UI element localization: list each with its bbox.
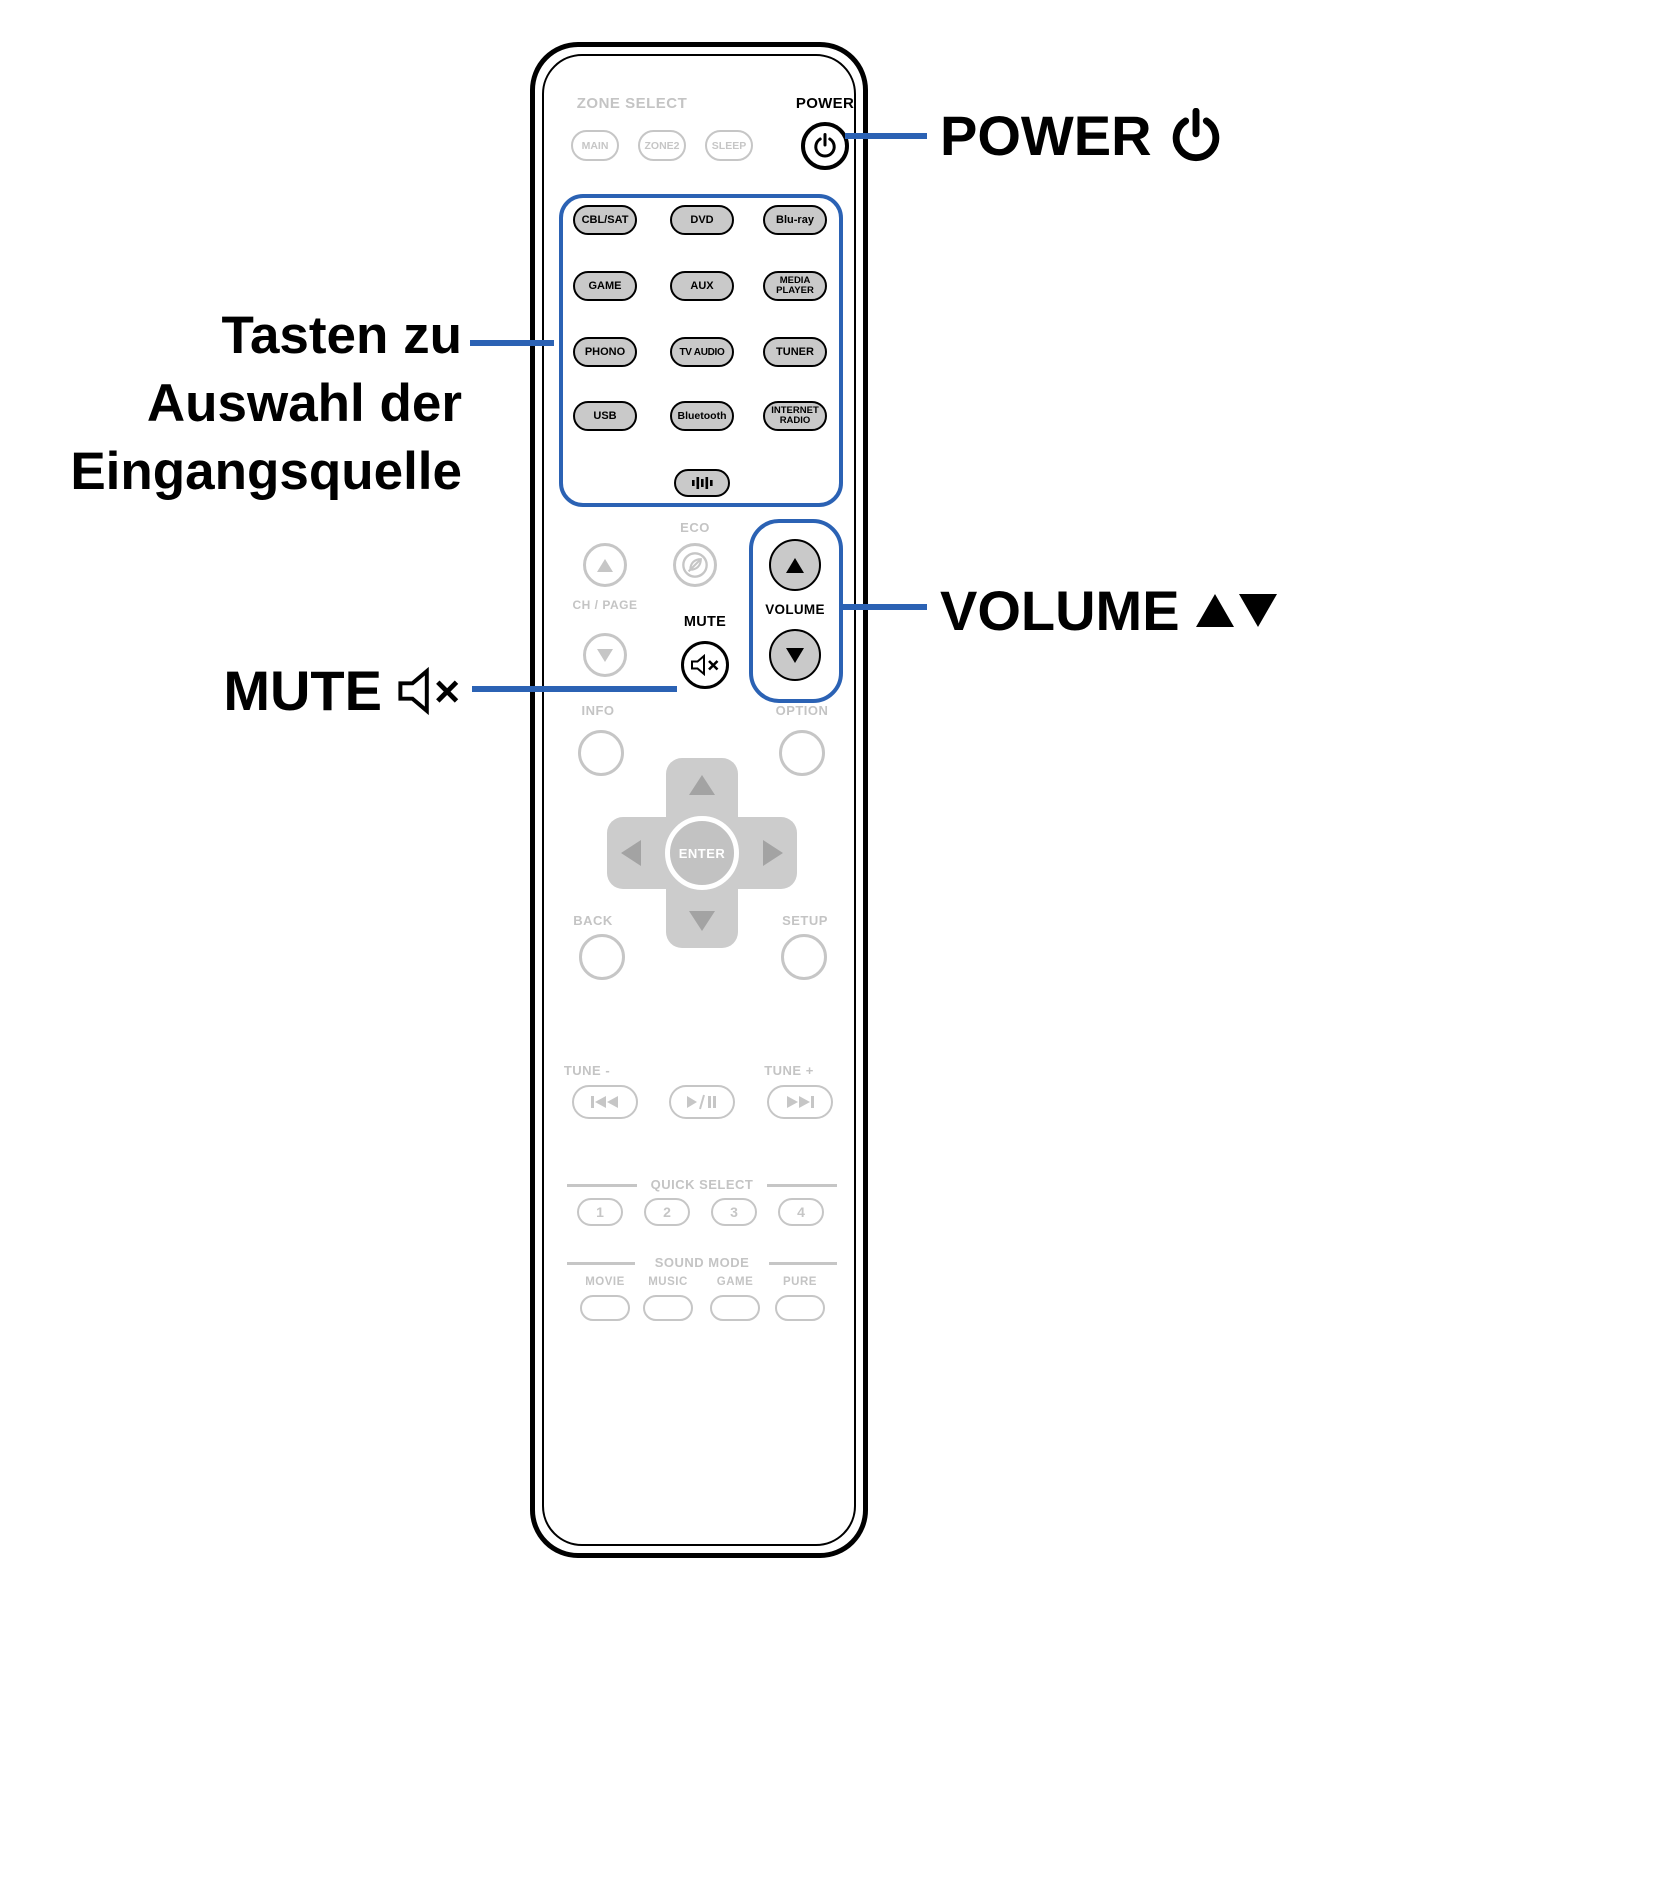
input-button-cbl-sat: CBL/SAT: [573, 205, 637, 235]
input-button-media-player: MEDIA PLAYER: [763, 271, 827, 301]
input-select-callout-line2: Auswahl der: [146, 374, 462, 433]
sound-mode-pure-button: [775, 1295, 825, 1321]
quick-select-1-button: 1: [577, 1198, 623, 1226]
power-callout-label: POWER: [940, 104, 1152, 167]
nav-down-icon: [689, 911, 715, 931]
volume-highlight-box: [749, 519, 843, 703]
skip-back-icon: [591, 1096, 618, 1108]
back-label: BACK: [573, 913, 613, 928]
setup-button: [781, 934, 827, 980]
input-button-aux: AUX: [670, 271, 734, 301]
volume-up-icon: [786, 557, 804, 573]
channel-page-down-button: [583, 633, 627, 677]
quick-select-4-button: 4: [778, 1198, 824, 1226]
main-zone-button: MAIN: [571, 130, 619, 161]
audio-signal-button: [674, 469, 730, 497]
volume-callout-label: VOLUME: [940, 579, 1180, 642]
input-select-callout-line: [470, 340, 554, 346]
info-label: INFO: [581, 703, 615, 718]
power-icon: [814, 133, 836, 158]
input-select-callout-line1: Tasten zu: [221, 306, 463, 365]
remote-control: ZONE SELECT MAIN ZONE2 SLEEP POWER CBL/S…: [530, 42, 868, 1558]
zone-select-label: ZONE SELECT: [576, 95, 688, 112]
mute-icon: [691, 654, 719, 676]
channel-down-icon: [597, 648, 613, 662]
eco-leaf-icon: [682, 552, 708, 578]
mute-callout: MUTE: [60, 658, 462, 723]
input-button-bluetooth: Bluetooth: [670, 401, 734, 431]
nav-left-icon: [621, 840, 641, 866]
input-button-game: GAME: [573, 271, 637, 301]
quick-select-label: QUICK SELECT: [650, 1177, 754, 1192]
input-select-callout-line3: Eingangsquelle: [70, 442, 462, 501]
sound-mode-movie-label: MOVIE: [585, 1276, 625, 1288]
tune-minus-label: TUNE -: [563, 1063, 611, 1078]
volume-label: VOLUME: [765, 602, 825, 617]
input-select-highlight-box: [559, 194, 843, 507]
sound-mode-game-button: [710, 1295, 760, 1321]
power-button: [801, 122, 849, 170]
volume-down-icon: [1238, 594, 1277, 627]
volume-callout: VOLUME: [940, 578, 1277, 643]
volume-up-button: [769, 539, 821, 591]
back-button: [579, 934, 625, 980]
input-select-callout: Tasten zu Auswahl der Eingangsquelle: [18, 302, 462, 506]
zone2-button: ZONE2: [638, 130, 686, 161]
remote-face: [542, 54, 856, 1546]
mute-callout-label: MUTE: [223, 659, 382, 722]
audio-bars-icon: [692, 477, 713, 489]
volume-callout-line: [840, 604, 927, 610]
skip-forward-icon: [787, 1096, 814, 1108]
info-button: [578, 730, 624, 776]
input-button-tv-audio: TV AUDIO: [670, 337, 734, 367]
option-label: OPTION: [775, 703, 829, 718]
power-callout: POWER: [940, 103, 1222, 168]
sound-mode-movie-button: [580, 1295, 630, 1321]
input-button-dvd: DVD: [670, 205, 734, 235]
eco-label: ECO: [680, 520, 710, 535]
input-button-internet-radio: INTERNET RADIO: [763, 401, 827, 431]
input-button-bluray: Blu-ray: [763, 205, 827, 235]
input-button-phono: PHONO: [573, 337, 637, 367]
setup-label: SETUP: [782, 913, 828, 928]
channel-page-label: CH / PAGE: [572, 598, 638, 612]
sound-mode-game-label: GAME: [716, 1276, 754, 1288]
power-label: POWER: [795, 95, 855, 112]
sound-mode-rule-right: [769, 1262, 837, 1265]
quick-select-2-button: 2: [644, 1198, 690, 1226]
sleep-button: SLEEP: [705, 130, 753, 161]
nav-up-icon: [689, 775, 715, 795]
sound-mode-pure-label: PURE: [783, 1276, 817, 1288]
sound-mode-rule-left: [567, 1262, 635, 1265]
input-button-usb: USB: [573, 401, 637, 431]
channel-page-up-button: [583, 543, 627, 587]
quick-select-rule-left: [567, 1184, 637, 1187]
eco-button: [673, 543, 717, 587]
volume-up-icon: [1195, 594, 1234, 627]
volume-down-icon: [786, 647, 804, 663]
quick-select-rule-right: [767, 1184, 837, 1187]
sound-mode-music-label: MUSIC: [648, 1276, 688, 1288]
input-button-tuner: TUNER: [763, 337, 827, 367]
tune-plus-label: TUNE +: [764, 1063, 814, 1078]
sound-mode-label: SOUND MODE: [654, 1255, 750, 1270]
sound-mode-music-button: [643, 1295, 693, 1321]
mute-callout-line: [472, 686, 677, 692]
skip-back-button: [572, 1085, 638, 1119]
mute-icon: [398, 666, 459, 715]
power-callout-line: [845, 133, 927, 139]
play-pause-button: [669, 1085, 735, 1119]
option-button: [779, 730, 825, 776]
enter-button: ENTER: [665, 816, 739, 890]
power-icon: [1172, 107, 1219, 161]
mute-label: MUTE: [683, 614, 727, 630]
nav-right-icon: [763, 840, 783, 866]
volume-down-button: [769, 629, 821, 681]
play-pause-icon: [687, 1094, 716, 1110]
quick-select-3-button: 3: [711, 1198, 757, 1226]
skip-forward-button: [767, 1085, 833, 1119]
mute-button: [681, 641, 729, 689]
channel-up-icon: [597, 558, 613, 572]
